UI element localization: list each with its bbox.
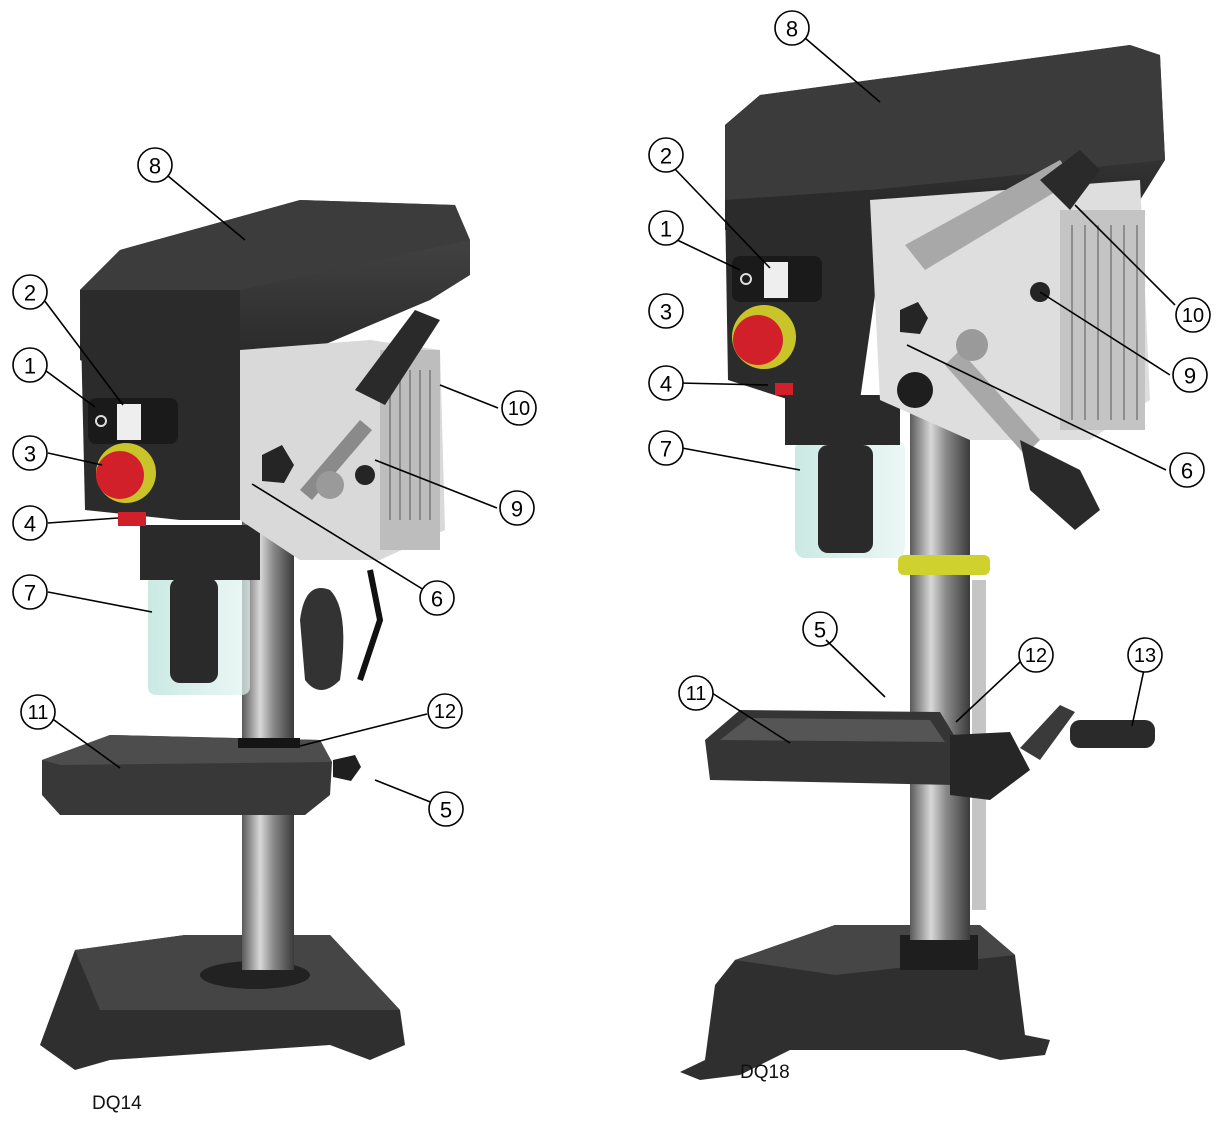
callout-dq18-3: 3 xyxy=(660,300,672,325)
drill-press-dq14 xyxy=(40,200,470,1070)
callout-dq18-8: 8 xyxy=(786,17,798,42)
dq18-callouts xyxy=(672,37,1176,744)
dq18-column xyxy=(910,395,970,940)
callout-dq18-9: 9 xyxy=(1184,364,1196,389)
callout-dq18-12: 12 xyxy=(1025,645,1047,667)
callout-dq14-10: 10 xyxy=(508,398,530,420)
drill-press-dq18 xyxy=(680,45,1165,1080)
model-label-dq14: DQ14 xyxy=(92,1093,142,1114)
callout-dq14-12: 12 xyxy=(434,701,456,723)
callout-dq18-6: 6 xyxy=(1181,459,1193,484)
callout-dq18-2: 2 xyxy=(660,144,672,169)
callout-dq14-7: 7 xyxy=(24,581,36,606)
callout-dq18-4: 4 xyxy=(660,372,672,397)
dq18-callout-markers xyxy=(648,10,1211,711)
dq14-callout-markers xyxy=(12,147,537,827)
callout-dq14-5: 5 xyxy=(440,798,452,823)
callout-dq14-4: 4 xyxy=(24,512,36,537)
model-label-dq18: DQ18 xyxy=(740,1062,790,1083)
callout-dq18-5: 5 xyxy=(814,618,826,643)
callout-dq18-11: 11 xyxy=(686,683,707,705)
dq18-callout-numbers: 8 2 1 3 4 7 6 9 10 5 12 11 13 xyxy=(660,17,1204,706)
callout-dq18-13: 13 xyxy=(1134,645,1156,667)
callout-dq14-3: 3 xyxy=(24,442,36,467)
dq18-feed-handle xyxy=(905,160,1075,270)
callout-dq14-2: 2 xyxy=(24,281,36,306)
callout-dq14-6: 6 xyxy=(431,587,443,612)
callout-dq18-1: 1 xyxy=(660,217,672,242)
callout-dq14-1: 1 xyxy=(24,354,36,379)
dq14-callout-numbers: 8 2 1 3 4 7 6 9 10 11 12 5 xyxy=(24,154,530,823)
callout-dq14-9: 9 xyxy=(511,497,523,522)
callout-dq18-10: 10 xyxy=(1182,305,1204,327)
callout-dq14-11: 11 xyxy=(28,702,49,724)
callout-dq14-8: 8 xyxy=(149,154,161,179)
callout-dq18-7: 7 xyxy=(660,437,672,462)
dq18-height-band xyxy=(898,555,990,575)
